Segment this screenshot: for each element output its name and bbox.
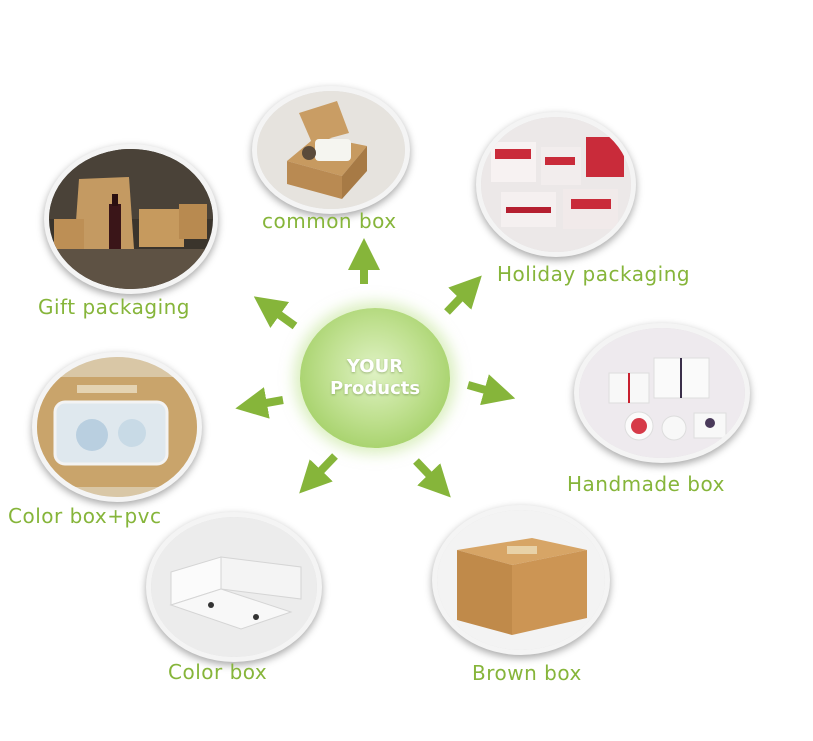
holiday-packaging-label: Holiday packaging <box>497 262 691 286</box>
arrow-to-brown <box>413 458 451 498</box>
gift-packaging-label: Gift packaging <box>38 295 190 319</box>
common-box-image <box>252 86 410 214</box>
holiday-packaging-image <box>476 112 636 257</box>
brown-box-image <box>432 505 610 655</box>
color-box-image <box>146 512 322 662</box>
arrow-to-holiday <box>444 275 482 315</box>
handmade-box-label: Handmade box <box>567 472 725 496</box>
center-label-line1: YOUR <box>346 356 404 377</box>
color-box-pvc-image <box>32 352 202 502</box>
color-box-label: Color box <box>168 660 268 684</box>
arrow-to-gift <box>253 296 298 330</box>
gift-packaging-image <box>44 144 218 294</box>
arrow-to-color <box>299 453 338 494</box>
arrow-to-colorpvc <box>235 387 284 419</box>
brown-box-label: Brown box <box>472 661 582 685</box>
color-box-pvc-label: Color box+pvc <box>8 504 162 528</box>
handmade-box-image <box>574 323 750 463</box>
arrow-to-handmade <box>466 374 516 406</box>
center-label-line2: Products <box>329 378 421 399</box>
common-box-label: common box <box>262 209 397 233</box>
center-hub: YOUR Products <box>300 308 450 448</box>
